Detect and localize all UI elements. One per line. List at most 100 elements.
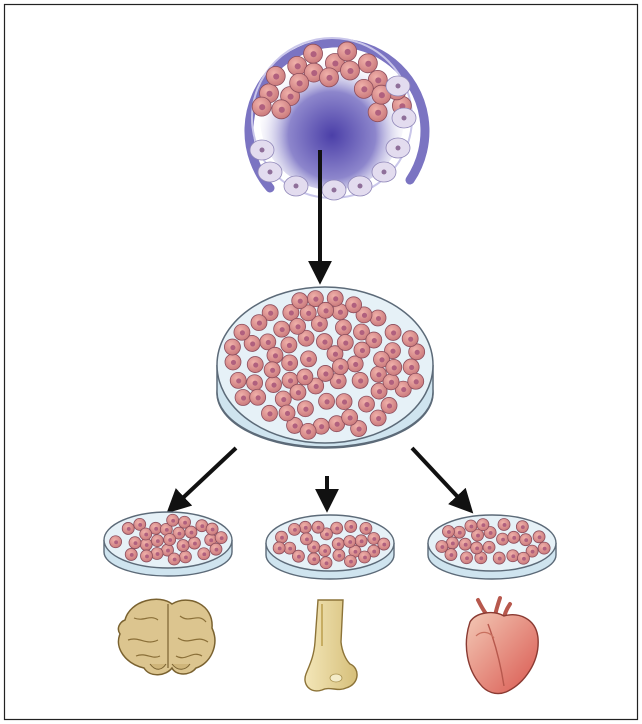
cell-nucleus [256, 395, 261, 400]
cell-nucleus [156, 539, 160, 543]
cell-nucleus [326, 75, 332, 81]
cell-nucleus [313, 297, 318, 302]
cell-nucleus [364, 402, 369, 407]
cell-nucleus [311, 70, 317, 76]
cell-nucleus [341, 325, 346, 330]
cell-nucleus [464, 543, 468, 547]
cell-nucleus [236, 378, 241, 383]
cell-nucleus [312, 545, 316, 549]
cell-nucleus [134, 541, 138, 545]
cell-nucleus [127, 527, 131, 531]
cell-nucleus [266, 91, 272, 97]
cell-nucleus [503, 523, 507, 527]
cell-nucleus [268, 170, 273, 175]
cell-nucleus [296, 324, 301, 329]
cell-nucleus [387, 403, 392, 408]
cell-nucleus [511, 554, 515, 558]
cell-nucleus [298, 299, 303, 304]
cell-nucleus [479, 556, 483, 560]
cell-nucleus [451, 542, 455, 546]
cell-nucleus [360, 348, 365, 353]
cell-nucleus [281, 397, 286, 402]
cell-nucleus [362, 313, 367, 318]
cell-nucleus [306, 311, 311, 316]
cell-nucleus [524, 538, 528, 542]
cell-nucleus [250, 341, 255, 346]
cell-nucleus [317, 322, 322, 327]
cell-nucleus [166, 549, 170, 553]
cell-nucleus [440, 545, 444, 549]
cell-nucleus [408, 337, 413, 342]
cell-nucleus [294, 184, 299, 189]
cell-nucleus [338, 554, 342, 558]
cell-nucleus [319, 424, 324, 429]
cell-nucleus [521, 525, 525, 529]
cell-nucleus [306, 429, 311, 434]
cell-nucleus [200, 524, 204, 528]
cell-nucleus [375, 77, 381, 83]
cell-nucleus [173, 558, 177, 562]
cell-nucleus [220, 536, 224, 540]
cell-nucleus [303, 375, 308, 380]
cell-nucleus [311, 51, 317, 57]
cell-nucleus [538, 535, 542, 539]
cell-nucleus [209, 538, 213, 542]
cell-nucleus [144, 533, 148, 537]
cell-nucleus [280, 327, 285, 332]
petri-dish-cardiac [428, 515, 556, 579]
cell-nucleus [447, 530, 451, 534]
cell-nucleus [322, 340, 327, 345]
cell-nucleus [365, 61, 371, 67]
cell-nucleus [348, 415, 353, 420]
cell-nucleus [379, 92, 385, 98]
cell-nucleus [337, 542, 341, 546]
cell-nucleus [138, 523, 142, 527]
cell-nucleus [270, 368, 275, 373]
blastocyst-icon [249, 38, 425, 200]
cell-nucleus [415, 350, 420, 355]
cell-nucleus [295, 63, 301, 69]
cell-nucleus [304, 336, 309, 341]
cell-nucleus [171, 519, 175, 523]
cell-nucleus [297, 80, 303, 86]
cell-nucleus [280, 536, 284, 540]
cell-nucleus [193, 542, 197, 546]
cell-nucleus [289, 310, 294, 315]
cell-nucleus [285, 411, 290, 416]
cell-nucleus [332, 60, 338, 66]
cell-nucleus [333, 296, 338, 301]
cell-nucleus [498, 557, 502, 561]
cell-nucleus [476, 534, 480, 538]
cell-nucleus [178, 532, 182, 536]
cell-nucleus [522, 557, 526, 561]
arrow-left [170, 448, 236, 510]
cell-nucleus [273, 73, 279, 79]
cell-nucleus [512, 536, 516, 540]
cell-nucleus [343, 340, 348, 345]
cell-nucleus [267, 411, 272, 416]
cell-nucleus [372, 537, 376, 541]
cell-nucleus [358, 184, 363, 189]
cell-nucleus [230, 345, 235, 350]
cell-nucleus [409, 365, 414, 370]
cell-nucleus [303, 407, 308, 412]
cell-nucleus [349, 560, 353, 564]
cell-nucleus [287, 343, 292, 348]
cell-nucleus [317, 526, 321, 530]
cell-nucleus [253, 362, 258, 367]
bone-icon [305, 600, 357, 691]
cell-nucleus [531, 550, 535, 554]
cell-nucleus [450, 553, 454, 557]
cell-nucleus [314, 384, 319, 389]
cell-nucleus [375, 110, 381, 116]
cell-nucleus [379, 357, 384, 362]
cell-nucleus [231, 360, 236, 365]
brain-icon [118, 599, 214, 675]
cell-nucleus [414, 379, 419, 384]
cell-nucleus [156, 552, 160, 556]
cell-nucleus [401, 387, 406, 392]
cell-nucleus [481, 523, 485, 527]
cell-nucleus [260, 148, 265, 153]
cell-nucleus [168, 538, 172, 542]
